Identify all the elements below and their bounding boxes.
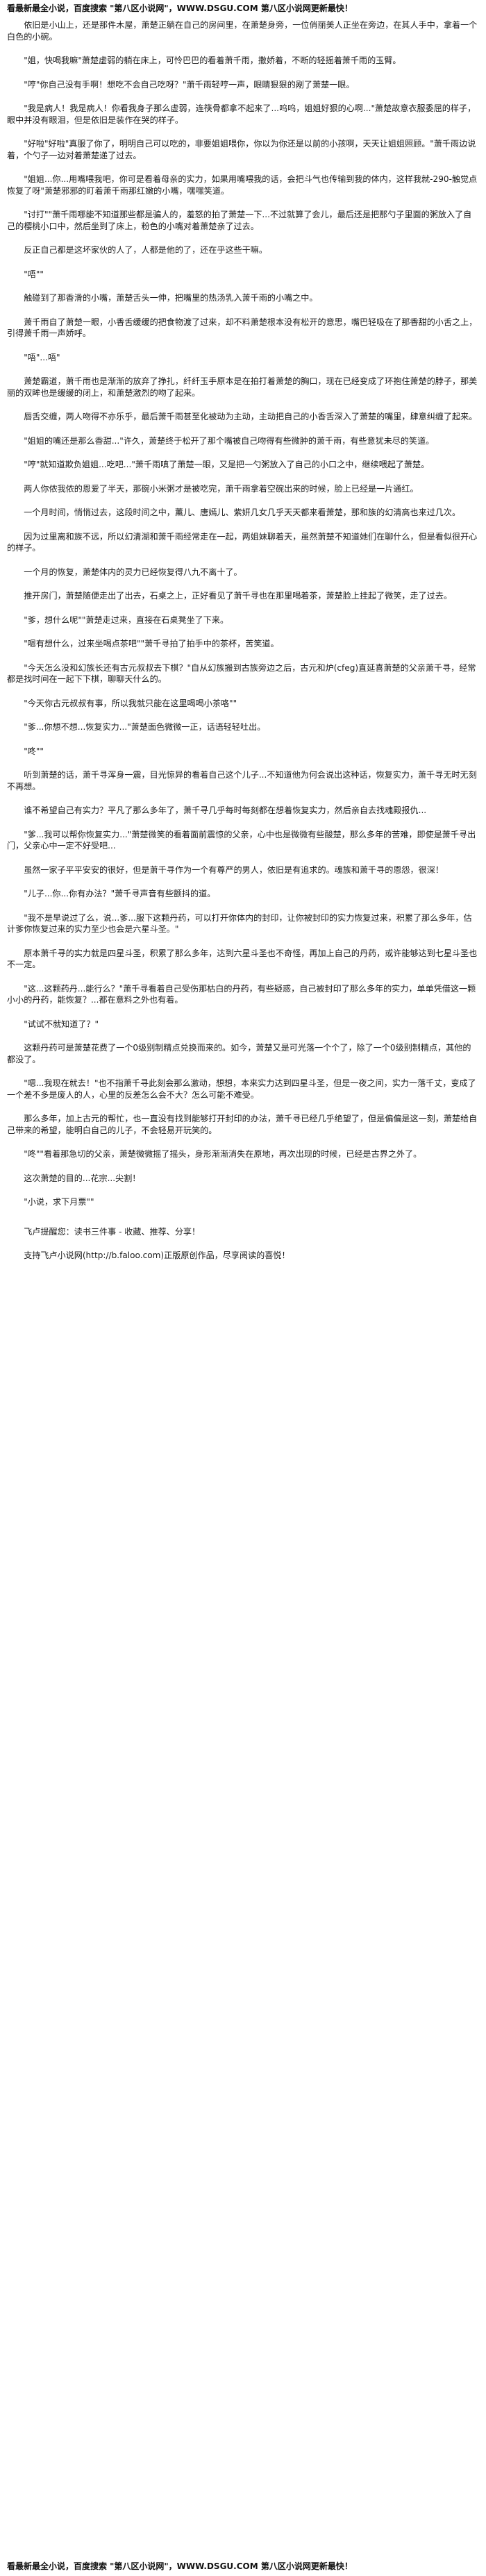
story-paragraph: 这颗丹药可是萧楚花费了一个0级别制精点兑换而来的。如今，萧楚又是可光落一个个了，…: [7, 1043, 471, 1064]
story-paragraph: "我不是早说过了么，说...爹...服下这颗丹药，可以打开你体内的封印，让你被封…: [7, 912, 472, 935]
story-paragraph: "试试不就知道了？": [24, 1019, 99, 1029]
story-paragraph: 听到萧楚的话，萧千寻浑身一震，目光惊异的看着自己这个儿子...不知道他为何会说出…: [7, 770, 477, 792]
story-paragraph: "今天怎么没和幻族长还有古元叔叔去下棋？"自从幻族搬到古族旁边之后，古元和炉(c…: [7, 662, 476, 685]
story-paragraph: "咚""看着那急切的父亲，萧楚微微摇了摇头，身形渐渐消失在原地，再次出现的时候，…: [24, 1149, 422, 1159]
story-paragraph: 这次萧楚的目的...花宗...尖割！: [24, 1173, 141, 1183]
story-paragraph: "哼"就知道欺负姐姐...吃吧..."萧千雨嗔了萧楚一眼，又是把一勺粥放入了自己…: [24, 460, 430, 469]
story-paragraph: "嗯...我现在就去！"也不指萧千寻此刻会那么激动，想想，本来实力达到四星斗圣，…: [7, 1078, 476, 1100]
story-paragraph: 那么多年，加上古元的帮忙，也一直没有找到能够打开封印的办法，萧千寻已经几乎绝望了…: [7, 1114, 478, 1135]
chapter-content: 依旧是小山上，还是那件木屋，萧楚正躺在自己的房间里，在萧楚身旁，一位俏丽美人正坐…: [7, 19, 479, 1262]
story-paragraph: "爹...你想不想...恢复实力..."萧楚面色微微一正，话语轻轻吐出。: [24, 722, 266, 732]
story-paragraph: "我是病人！我是病人！你看我身子那么虚弱，连筷骨都拿不起来了...呜呜，姐姐好狠…: [7, 103, 476, 125]
story-paragraph: 触碰到了那香滑的小嘴，萧楚舌头一伸，把嘴里的热汤乳入萧千雨的小嘴之中。: [24, 293, 318, 303]
story-paragraph: 萧楚霸道，萧千雨也是渐渐的放弃了挣扎，纤纤玉手原本是在拍打着萧楚的胸口，现在已经…: [7, 376, 478, 398]
story-paragraph: "这...这颗药丹...能行么？"萧千寻看着自己受伤那枯白的丹药，有些疑惑，自己…: [7, 983, 476, 1005]
story-paragraph: 反正自己都是这坏家伙的人了，人都是他的了，还在乎这些干嘛。: [24, 245, 267, 255]
story-paragraph: "儿子...你...你有办法？"萧千寻声音有些颤抖的道。: [24, 889, 216, 898]
story-paragraph: 唇舌交缠，两人吻得不亦乐乎，最后萧千雨甚至化被动为主动，主动把自己的小香舌深入了…: [24, 412, 478, 421]
story-paragraph: 原本萧千寻的实力就是四星斗圣，积累了那么多年，达到六星斗圣也不奇怪，再加上自己的…: [7, 948, 478, 970]
story-paragraph: "爹...我可以帮你恢复实力..."萧楚微笑的看着面前震惊的父亲，心中也是微微有…: [7, 829, 476, 851]
story-paragraph: "姐姐...你...用嘴喂我吧，你可是看着母亲的实力，如果用嘴喂我的话，会把斗气…: [7, 174, 478, 196]
story-paragraph: "嗯有想什么，过来坐喝点茶吧""萧千寻拍了拍手中的茶杯，苦笑道。: [24, 639, 279, 649]
story-paragraph: "讨打""萧千雨哪能不知道那些都是骗人的，羞怒的拍了萧楚一下...不过就算了会儿…: [7, 210, 472, 231]
story-paragraph: 谁不希望自己有实力？平凡了那么多年了，萧千寻几乎每时每刻都在想着恢复实力，然后亲…: [24, 805, 427, 815]
story-paragraph: 一个月的恢复，萧楚体内的灵力已经恢复得八九不离十了。: [24, 567, 242, 577]
story-paragraph: 两人你侬我侬的恩爱了半天，那碗小米粥才是被吃完，萧千雨拿着空碗出来的时候，脸上已…: [24, 483, 419, 494]
footer-recommend-text: 飞卢提醒您：读书三件事 - 收藏、推荐、分享！: [24, 1226, 201, 1237]
story-paragraph: "爹，想什么呢""萧楚走过来，直接在石桌凳坐了下来。: [24, 614, 229, 625]
bottom-banner: 看最新最全小说，百度搜索 "第八区小说网"，WWW.DSGU.COM 第八区小说…: [7, 2561, 353, 2571]
story-paragraph: "姐，快喝我嘛"萧楚虚弱的躺在床上，可怜巴巴的看着萧千雨，撒娇着，不断的轻摇着萧…: [24, 56, 401, 65]
story-paragraph: 依旧是小山上，还是那件木屋，萧楚正躺在自己的房间里，在萧楚身旁，一位俏丽美人正坐…: [7, 20, 478, 42]
chapter-footer: 飞卢提醒您：读书三件事 - 收藏、推荐、分享！ 支持飞卢小说网(http://b…: [7, 1226, 479, 1262]
story-paragraph: "哼"你自己没有手啊！想吃不会自己吃呀？"萧千雨轻哼一声，眼睛狠狠的剐了萧楚一眼…: [24, 79, 355, 90]
story-paragraph: "姐姐的嘴还是那么香甜..."许久，萧楚终于松开了那个嘴被自己吻得有些微肿的萧千…: [24, 435, 435, 446]
story-paragraph: 一个月时间，悄悄过去，这段时间之中，薰儿、唐嫣儿、紫妍几女几乎天天都来看萧楚，那…: [24, 508, 461, 517]
story-paragraph: "咚"": [24, 746, 44, 756]
footer-support-text: 支持飞卢小说网(http://b.faloo.com)正版原创作品，尽享阅读的喜…: [24, 1251, 290, 1260]
story-paragraph: 虽然一家子平平安安的很好，但是萧千寻作为一个有尊严的男人，依旧是有追求的。魂族和…: [24, 864, 444, 875]
story-paragraph: "小说，求下月票"": [24, 1197, 94, 1207]
top-banner: 看最新最全小说，百度搜索 "第八区小说网"，WWW.DSGU.COM 第八区小说…: [7, 3, 353, 13]
story-paragraph: "今天你古元叔叔有事，所以我就只能在这里喝喝小茶咯"": [24, 698, 237, 708]
story-paragraph: 推开房门，萧楚随便走出了出去，石桌之上，正好看见了萧千寻也在那里喝着茶，萧楚脸上…: [24, 591, 452, 601]
story-paragraph: 萧千雨自了萧楚一眼，小香舌缓缓的把食物渡了过来，却不料萧楚根本没有松开的意思，嘴…: [7, 317, 478, 339]
story-paragraph: "好啦"好啦"真服了你了，明明自己可以吃的，非要姐姐喂你，你以为你还是以前的小孩…: [7, 139, 476, 160]
story-paragraph: "唔"...唔": [24, 352, 60, 362]
story-paragraph: "唔"": [24, 269, 44, 279]
story-paragraph: 因为过里离和族不远，所以幻清湖和萧千雨经常走在一起，两姐妹聊着天，虽然萧楚不知道…: [7, 531, 478, 553]
